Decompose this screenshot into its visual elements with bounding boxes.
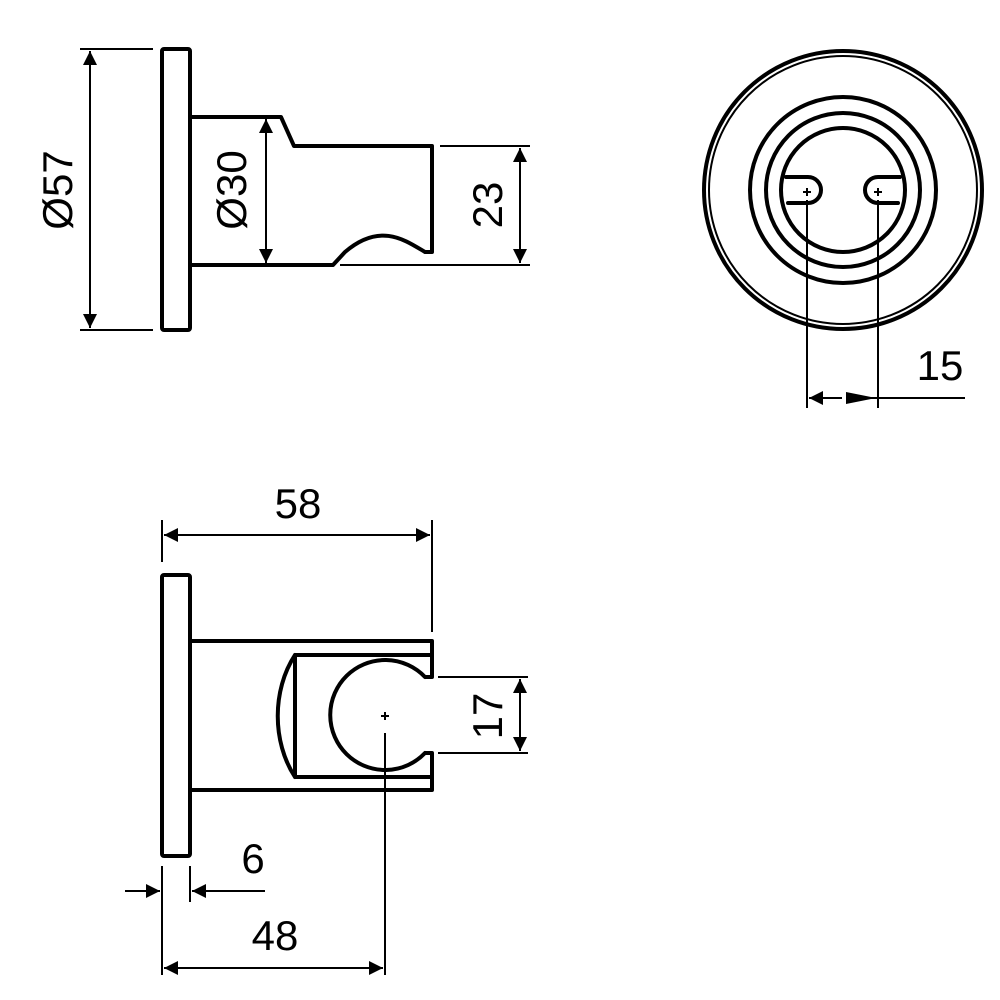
mounting-slot-left	[784, 175, 823, 205]
label-hose-opening: 17	[464, 693, 511, 740]
holder-cradle	[275, 653, 434, 779]
front-view: 15	[702, 49, 984, 408]
wall-plate	[160, 47, 192, 332]
holder-body-outline	[188, 115, 434, 267]
label-plate-thickness: 6	[241, 835, 264, 882]
wall-plate	[160, 573, 192, 858]
inner-bore	[779, 126, 907, 254]
side-view: Ø57 Ø30 23	[34, 47, 530, 332]
hose-opening	[328, 658, 427, 772]
mounting-slot-right	[863, 175, 902, 205]
label-total-depth: 58	[275, 480, 322, 527]
plate-outer-ring	[702, 49, 984, 331]
label-holder-height: 23	[464, 182, 511, 229]
bore-ring	[764, 111, 922, 269]
label-plate-diameter: Ø57	[34, 150, 81, 229]
plate-inner-ring	[708, 55, 978, 325]
top-view: 58 17 6 48	[125, 480, 528, 975]
label-hole-spacing: 15	[917, 342, 964, 389]
hole-center-mark	[803, 188, 882, 196]
hose-center-mark	[381, 712, 389, 720]
holder-body-outline	[188, 639, 434, 792]
body-ring	[748, 95, 938, 285]
label-hose-axis-depth: 48	[252, 912, 299, 959]
label-body-diameter: Ø30	[208, 150, 255, 229]
arrowhead	[846, 392, 876, 404]
